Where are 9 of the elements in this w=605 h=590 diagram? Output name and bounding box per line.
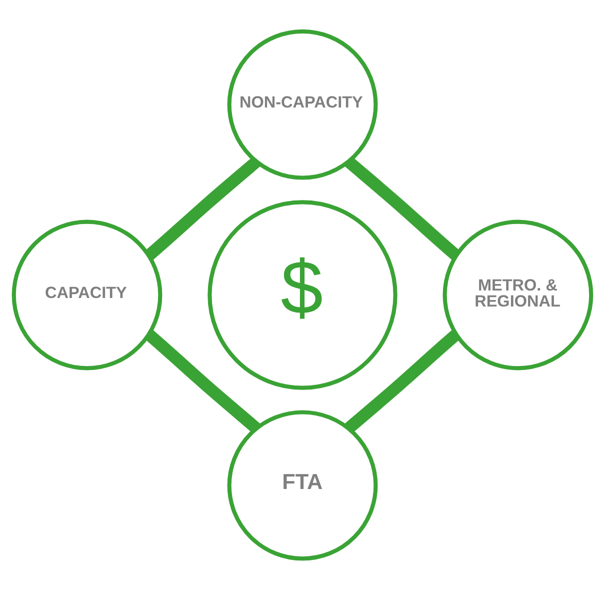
node-circle: CAPACITY bbox=[12, 220, 162, 370]
connector bbox=[344, 157, 460, 260]
connector bbox=[145, 157, 260, 260]
connector bbox=[344, 330, 460, 433]
node-circle: NON-CAPACITY bbox=[227, 29, 378, 180]
node-circle: METRO. & REGIONAL bbox=[442, 220, 594, 370]
node-circle: $ bbox=[208, 200, 398, 390]
connector bbox=[145, 330, 260, 433]
node-circle: FTA bbox=[227, 410, 378, 561]
